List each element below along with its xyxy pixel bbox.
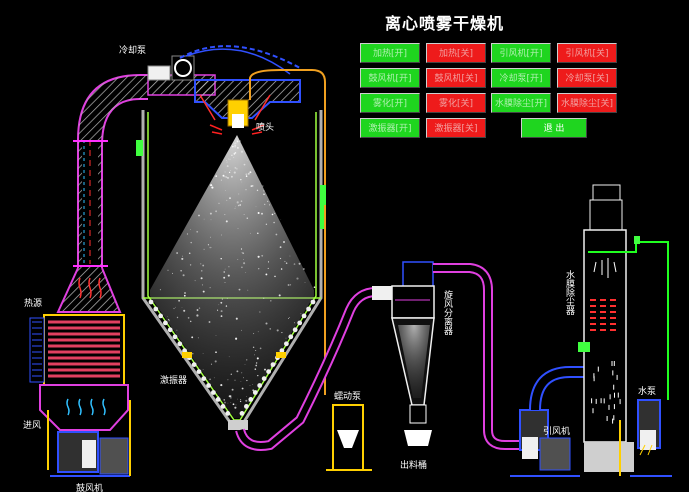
cyclone-separator xyxy=(391,261,520,450)
control-button-9[interactable]: 雾化[开] xyxy=(360,93,420,113)
control-button-3[interactable]: 引风机[开] xyxy=(491,43,551,63)
inlet-hopper xyxy=(39,384,130,477)
control-button-2[interactable]: 加热[关] xyxy=(426,43,486,63)
water-pump xyxy=(630,399,672,477)
control-button-12[interactable]: 水膜除尘[关] xyxy=(557,93,617,113)
control-button-14[interactable]: 激振器[关] xyxy=(426,118,486,138)
water-pump-label: 水泵 xyxy=(638,387,657,397)
drying-chamber xyxy=(136,110,326,430)
control-button-5[interactable]: 鼓风机[开] xyxy=(360,68,420,88)
heat-source-label: 热源 xyxy=(24,299,43,309)
peristaltic-pump-label: 蠕动泵 xyxy=(334,392,362,402)
control-button-4[interactable]: 引风机[关] xyxy=(557,43,617,63)
cooling-pump-label: 冷却泵 xyxy=(119,46,147,56)
outlet-bucket-label: 出料桶 xyxy=(400,461,428,471)
control-button-10[interactable]: 雾化[关] xyxy=(426,93,486,113)
water-film-scrubber xyxy=(578,184,669,472)
nozzle-label: 喷头 xyxy=(256,123,275,133)
induced-fan-unit xyxy=(510,366,585,477)
hot-air-duct xyxy=(56,74,148,313)
control-button-11[interactable]: 水膜除尘[开] xyxy=(491,93,551,113)
control-button-13[interactable]: 激振器[开] xyxy=(360,118,420,138)
air-inlet-label: 进风 xyxy=(23,421,42,431)
control-button-8[interactable]: 冷却泵[关] xyxy=(557,68,617,88)
induced-fan-label: 引风机 xyxy=(543,427,571,437)
control-button-7[interactable]: 冷却泵[开] xyxy=(491,68,551,88)
vibrator-label: 激振器 xyxy=(160,376,188,386)
blower-label: 鼓风机 xyxy=(76,484,104,492)
control-button-1[interactable]: 加热[开] xyxy=(360,43,420,63)
page-title: 离心喷雾干燥机 xyxy=(385,14,505,33)
exit-button[interactable]: 退 出 xyxy=(521,118,587,138)
cyclone-label: 旋风分离器 xyxy=(442,290,452,335)
blower-unit xyxy=(50,431,130,477)
water-film-label: 水膜除尘器 xyxy=(564,270,574,315)
control-button-6[interactable]: 鼓风机[关] xyxy=(426,68,486,88)
peristaltic-pump xyxy=(326,404,372,471)
outlet-duct xyxy=(235,286,394,451)
heater-box xyxy=(29,314,125,386)
air-distributor xyxy=(147,45,301,135)
feed-pipe xyxy=(249,69,326,395)
